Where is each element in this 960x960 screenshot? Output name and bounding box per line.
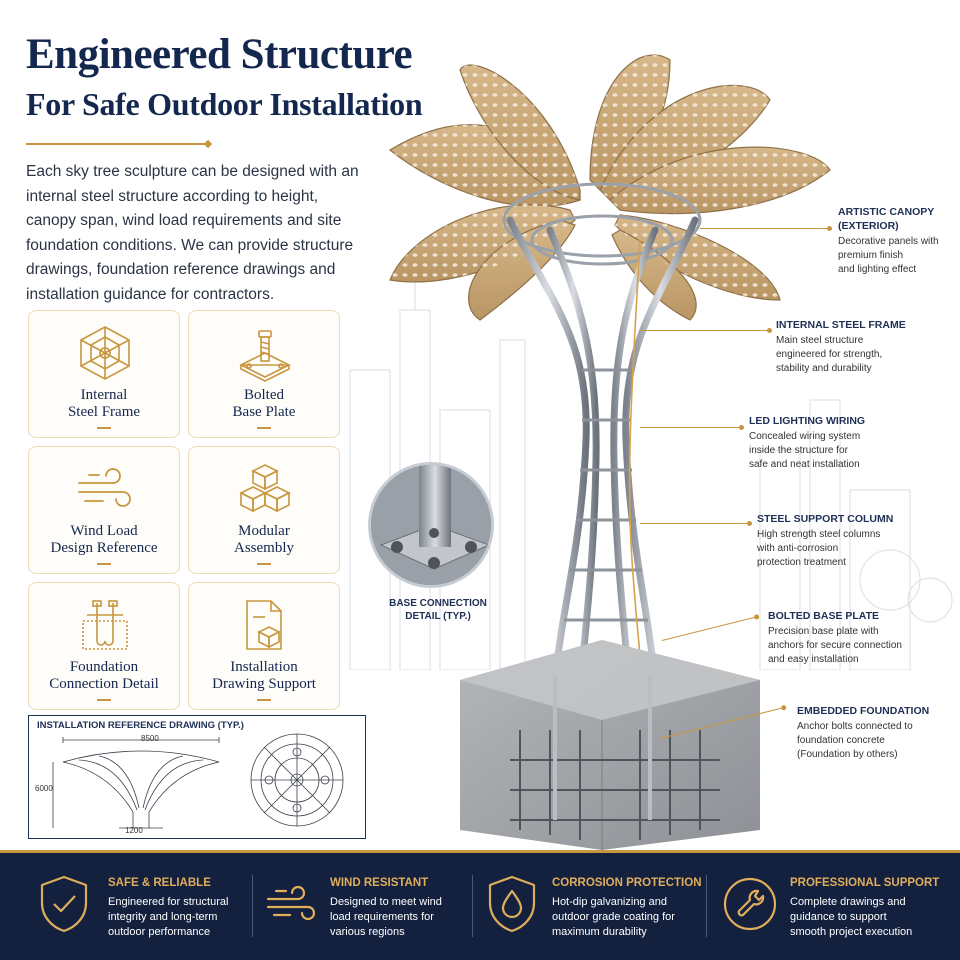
callout-heading: INTERNAL STEEL FRAME [776,319,906,331]
callout-description: Precision base plate with anchors for se… [768,626,902,665]
bolt-plate-icon [239,330,291,382]
document-box-icon [246,600,282,650]
callout-description: Anchor bolts connected to foundation con… [797,721,913,760]
callout-bolted-base-plate: BOLTED BASE PLATE Precision base plate w… [768,609,902,667]
card-label: Internal Steel Frame [67,387,141,420]
card-installation-drawing: Installation Drawing Support [188,582,340,710]
callout-artistic-canopy: ARTISTIC CANOPY (EXTERIOR) Decorative pa… [838,205,939,277]
card-accent [97,563,111,565]
leader-line [640,425,744,430]
card-label: Modular Assembly [234,523,294,556]
drawing-plan-view [250,733,344,827]
detail-label: BASE CONNECTION DETAIL (TYP.) [389,598,487,622]
feature-professional-support: PROFESSIONAL SUPPORT Complete drawings a… [722,853,952,960]
feature-heading: CORROSION PROTECTION [552,877,702,889]
callout-description: High strength steel columns with anti-co… [757,529,881,568]
card-wind-load: Wind Load Design Reference [28,446,180,574]
shield-check-icon [40,875,88,933]
callout-description: Decorative panels with premium finish an… [838,236,939,275]
callout-led-lighting-wiring: LED LIGHTING WIRING Concealed wiring sys… [749,414,865,472]
card-accent [97,699,111,701]
cubes-icon [239,464,291,513]
feature-wind-resistant: WIND RESISTANT Designed to meet wind loa… [264,853,474,960]
card-accent [97,427,111,429]
callout-internal-steel-frame: INTERNAL STEEL FRAME Main steel structur… [776,318,906,376]
card-modular-assembly: Modular Assembly [188,446,340,574]
feature-description: Hot-dip galvanizing and outdoor grade co… [552,896,675,938]
card-accent [257,699,271,701]
drawing-title: INSTALLATION REFERENCE DRAWING (TYP.) [37,720,244,731]
title-divider [26,143,208,145]
card-label: Wind Load Design Reference [50,523,158,556]
wrench-icon [723,877,777,931]
callout-description: Concealed wiring system inside the struc… [749,431,861,470]
callout-heading: STEEL SUPPORT COLUMN [757,513,894,525]
card-accent [257,563,271,565]
base-connection-detail-image [368,462,494,588]
card-label: Bolted Base Plate [232,387,296,420]
callout-heading: EMBEDDED FOUNDATION [797,705,930,717]
feature-description: Complete drawings and guidance to suppor… [790,896,913,938]
feature-heading: PROFESSIONAL SUPPORT [790,877,940,889]
feature-description: Engineered for structural integrity and … [108,896,229,938]
detail-closeup-graphic [371,465,491,585]
feature-heading: SAFE & RELIABLE [108,877,211,889]
feature-safe-reliable: SAFE & RELIABLE Engineered for structura… [36,853,256,960]
callout-embedded-foundation: EMBEDDED FOUNDATION Anchor bolts connect… [797,704,929,762]
callout-description: Main steel structure engineered for stre… [776,335,883,374]
intro-paragraph: Each sky tree sculpture can be designed … [26,163,359,303]
wind-icon [266,885,316,921]
feature-heading: WIND RESISTANT [330,877,429,889]
page-title: Engineered Structure [26,31,413,78]
callout-heading: LED LIGHTING WIRING [749,415,866,427]
divider [252,875,253,937]
divider [706,875,707,937]
wind-icon [78,468,131,507]
card-accent [257,427,271,429]
drawing-elevation-sketch [52,737,220,829]
feature-description: Designed to meet wind load requirements … [330,896,442,938]
base-dimension: 1200 [125,826,143,835]
callout-steel-support-column: STEEL SUPPORT COLUMN High strength steel… [757,512,893,570]
callout-heading: ARTISTIC CANOPY (EXTERIOR) [838,206,935,232]
anchor-bolt-icon [82,600,128,650]
feature-corrosion-protection: CORROSION PROTECTION Hot-dip galvanizing… [484,853,704,960]
card-label: Installation Drawing Support [212,659,316,692]
feature-footer-bar: SAFE & RELIABLE Engineered for structura… [0,850,960,960]
leader-line [640,521,752,526]
card-bolted-base-plate: Bolted Base Plate [188,310,340,438]
sky-tree-structure-illustration [388,54,831,850]
geodesic-frame-icon [80,326,130,380]
card-foundation-connection: Foundation Connection Detail [28,582,180,710]
leader-line [640,328,772,333]
page-subtitle: For Safe Outdoor Installation [26,86,423,122]
divider [472,875,473,937]
installation-reference-drawing: INSTALLATION REFERENCE DRAWING (TYP.) 85… [28,715,366,839]
card-internal-steel-frame: Internal Steel Frame [28,310,180,438]
width-dimension: 8500 [141,734,159,743]
shield-drop-icon [488,875,536,933]
height-dimension: 6000 [35,784,53,793]
leader-line [700,226,832,231]
card-label: Foundation Connection Detail [49,659,159,692]
callout-heading: BOLTED BASE PLATE [768,610,880,622]
